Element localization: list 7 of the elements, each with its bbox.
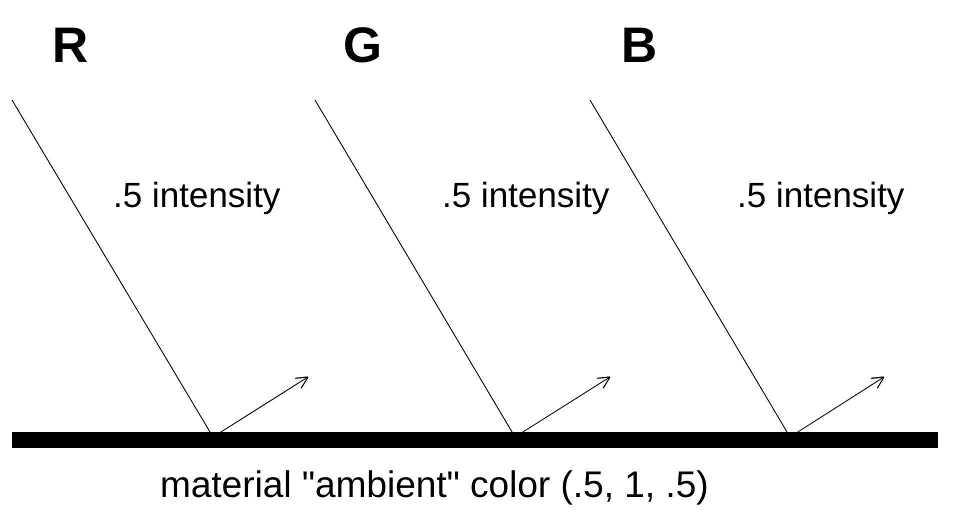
channel-letter: B <box>621 20 658 70</box>
intensity-label: .5 intensity <box>442 178 610 213</box>
channel-letter: G <box>343 20 382 70</box>
material-caption: material "ambient" color (.5, 1, .5) <box>160 466 709 503</box>
intensity-label: .5 intensity <box>113 178 280 213</box>
channel-letter: R <box>52 20 88 70</box>
intensity-label: .5 intensity <box>737 178 904 213</box>
